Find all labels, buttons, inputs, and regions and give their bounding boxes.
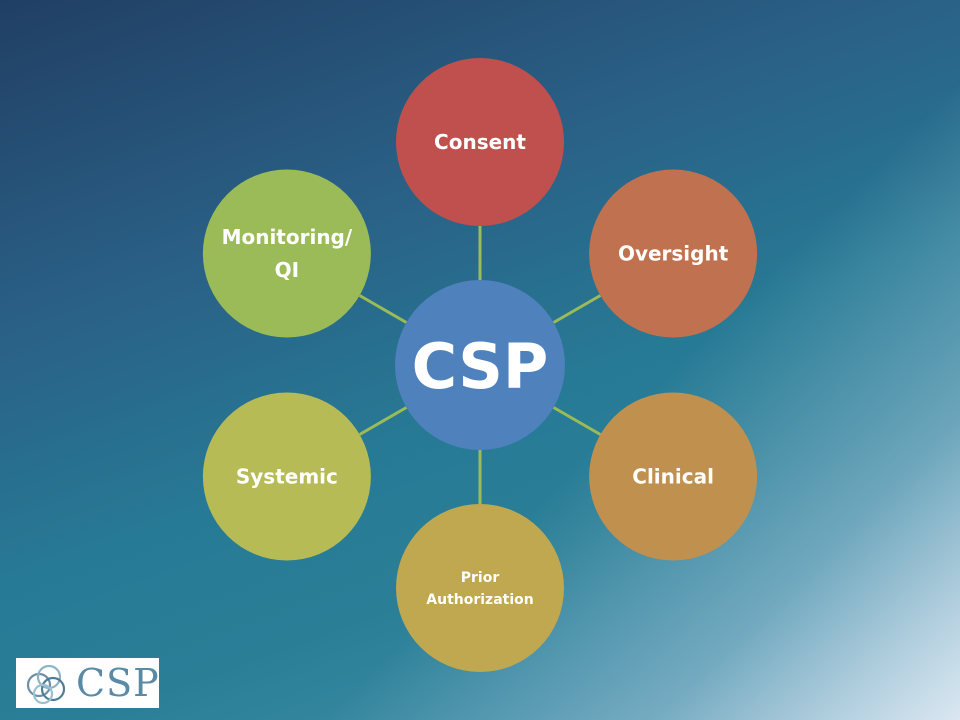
node-oversight: Oversight xyxy=(589,169,758,338)
connector-oversight xyxy=(552,294,602,324)
node-consent: Consent xyxy=(396,58,564,226)
node-label-prior-authorization-2: Authorization xyxy=(426,592,533,608)
node-label-oversight: Oversight xyxy=(618,242,729,266)
node-circle-oversight xyxy=(589,169,758,338)
node-label-systemic: Systemic xyxy=(236,465,338,489)
node-label-monitoring-qi-2: QI xyxy=(275,258,299,282)
connectors xyxy=(358,226,602,504)
node-label-prior-authorization-1: Prior xyxy=(461,570,500,586)
node-circle-prior-authorization xyxy=(396,504,564,672)
node-systemic: Systemic xyxy=(202,392,371,561)
node-monitoring-qi: Monitoring/QI xyxy=(202,169,371,338)
center-label: CSP xyxy=(412,330,549,403)
node-circle-monitoring-qi xyxy=(202,169,371,338)
connector-systemic xyxy=(358,406,408,436)
outer-nodes: ConsentOversightClinicalPriorAuthorizati… xyxy=(202,58,758,672)
node-circle-consent xyxy=(396,58,564,226)
node-label-monitoring-qi-1: Monitoring/ xyxy=(222,225,353,249)
center-node: CSP xyxy=(395,280,565,450)
node-label-clinical: Clinical xyxy=(632,465,714,489)
csp-logo: CSP xyxy=(16,658,159,708)
connector-clinical xyxy=(552,406,602,436)
node-circle-systemic xyxy=(202,392,371,561)
node-circle-clinical xyxy=(589,392,758,561)
node-label-consent: Consent xyxy=(434,130,526,154)
center-circle xyxy=(395,280,565,450)
csp-logo-rings-icon xyxy=(26,664,66,705)
connector-monitoring-qi xyxy=(358,294,408,324)
node-clinical: Clinical xyxy=(589,392,758,561)
csp-logo-text: CSP xyxy=(76,661,160,705)
